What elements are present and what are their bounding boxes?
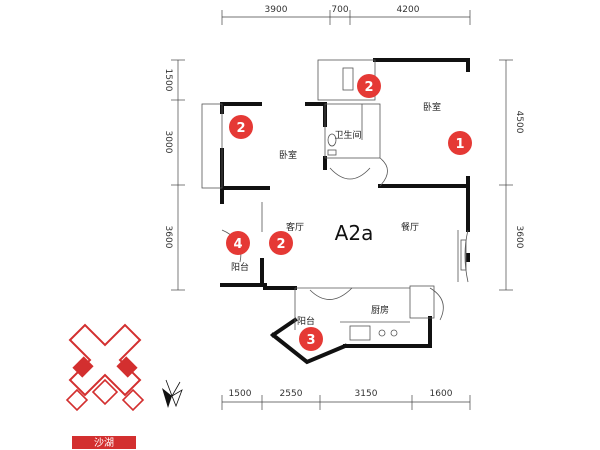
- room-label-kitchen: 厨房: [371, 304, 389, 316]
- dim-bottom-1: 1500: [229, 389, 252, 399]
- room-label-bathroom: 卫生间: [334, 129, 361, 141]
- badge-balcony-bottom[interactable]: 3: [299, 327, 323, 351]
- room-label-bedroom-left: 卧室: [279, 149, 297, 161]
- north-arrow-icon: [162, 379, 183, 408]
- badge-bathroom[interactable]: 2: [357, 74, 381, 98]
- brand-logo: 沙湖: [65, 323, 145, 449]
- room-label-living: 客厅: [286, 221, 304, 233]
- dim-top-3: 4200: [397, 5, 420, 15]
- thin-walls: [201, 59, 469, 330]
- dim-right-2: 3600: [514, 226, 524, 249]
- dim-right-1: 4500: [514, 111, 524, 134]
- room-label-balcony-left: 阳台: [231, 261, 249, 273]
- badge-number: 1: [455, 137, 464, 152]
- badge-number: 2: [276, 237, 285, 252]
- dim-bottom-2: 2550: [280, 389, 303, 399]
- plan-title: A2a: [335, 221, 374, 245]
- badge-number: 4: [233, 237, 242, 252]
- dim-left-3: 3600: [163, 226, 173, 249]
- fixtures: [327, 67, 467, 341]
- dim-top-2: 700: [331, 5, 348, 15]
- dim-left-2: 3000: [163, 131, 173, 154]
- badge-living[interactable]: 2: [269, 231, 293, 255]
- dim-bottom-3: 3150: [355, 389, 378, 399]
- room-label-balcony-bottom: 阳台: [297, 315, 315, 327]
- badge-bedroom-right[interactable]: 1: [448, 131, 472, 155]
- badge-number: 2: [364, 80, 373, 95]
- badge-balcony-left[interactable]: 4: [226, 231, 250, 255]
- room-label-dining: 餐厅: [401, 221, 419, 233]
- dim-top-1: 3900: [265, 5, 288, 15]
- badge-number: 3: [306, 333, 315, 348]
- dim-left-1: 1500: [163, 69, 173, 92]
- badge-bedroom-left[interactable]: 2: [229, 115, 253, 139]
- room-label-bedroom-right: 卧室: [423, 101, 441, 113]
- badge-number: 2: [236, 121, 245, 136]
- dim-bottom-4: 1600: [430, 389, 453, 399]
- logo-text: 沙湖: [94, 437, 114, 449]
- dimension-lines: [171, 10, 513, 410]
